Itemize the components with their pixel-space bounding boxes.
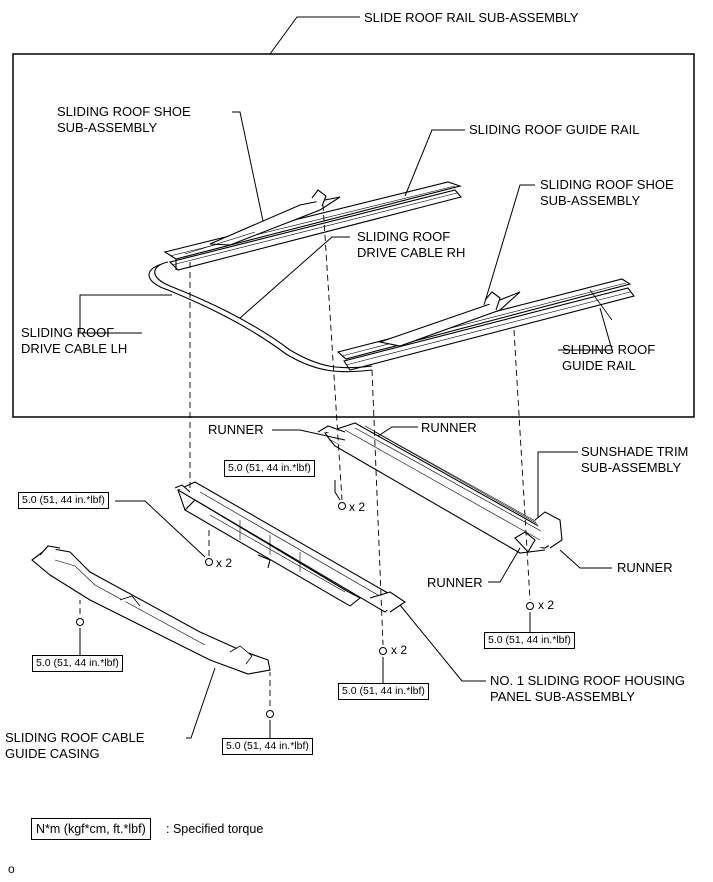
torque-box: 5.0 (51, 44 in.*lbf) <box>224 460 315 477</box>
torque-box: 5.0 (51, 44 in.*lbf) <box>32 655 123 672</box>
cable-guide-casing-drawing <box>31 545 271 675</box>
torque-box: 5.0 (51, 44 in.*lbf) <box>484 632 575 649</box>
label-drive-cable-rh: SLIDING ROOF DRIVE CABLE RH <box>357 229 466 260</box>
torque-box: 5.0 (51, 44 in.*lbf) <box>18 492 109 509</box>
label-slide-roof-rail: SLIDE ROOF RAIL SUB-ASSEMBLY <box>364 10 579 25</box>
guide-rail-right-drawing <box>336 278 635 371</box>
label-runner-3: RUNNER <box>427 575 483 590</box>
guide-rail-left-drawing <box>163 181 462 271</box>
quantity-mark: x 2 <box>349 500 366 514</box>
quantity-mark: x 2 <box>216 556 233 570</box>
label-runner-2: RUNNER <box>421 420 477 435</box>
torque-box: 5.0 (51, 44 in.*lbf) <box>222 738 313 755</box>
label-cable-guide: SLIDING ROOF CABLE GUIDE CASING <box>5 730 145 761</box>
slide-roof-rail-frame <box>12 53 695 418</box>
label-drive-cable-lh: SLIDING ROOF DRIVE CABLE LH <box>21 325 128 356</box>
sunshade-trim-drawing <box>317 422 563 554</box>
label-housing-panel: NO. 1 SLIDING ROOF HOUSING PANEL SUB-ASS… <box>490 673 686 704</box>
legend-unit-box: N*m (kgf*cm, ft.*lbf) <box>31 818 151 840</box>
quantity-mark: x 2 <box>538 598 555 612</box>
footer-code: o <box>8 862 15 876</box>
alignment-dashes <box>79 204 531 706</box>
label-shoe-left: SLIDING ROOF SHOE SUB-ASSEMBLY <box>57 104 191 135</box>
label-sunshade: SUNSHADE TRIM SUB-ASSEMBLY <box>581 444 689 475</box>
label-runner-4: RUNNER <box>617 560 673 575</box>
legend-description: : Specified torque <box>166 822 264 836</box>
quantity-mark: x 2 <box>391 643 408 657</box>
label-guide-rail-top: SLIDING ROOF GUIDE RAIL <box>469 122 640 137</box>
label-runner-1: RUNNER <box>208 422 264 437</box>
torque-box: 5.0 (51, 44 in.*lbf) <box>338 683 429 700</box>
label-guide-rail-right: SLIDING ROOF GUIDE RAIL <box>562 342 656 373</box>
leader-lines <box>79 111 613 740</box>
label-shoe-right: SLIDING ROOF SHOE SUB-ASSEMBLY <box>540 177 674 208</box>
drive-cables-drawing <box>148 261 373 373</box>
bolts-drawing <box>76 502 534 718</box>
housing-panel-drawing <box>174 481 406 613</box>
